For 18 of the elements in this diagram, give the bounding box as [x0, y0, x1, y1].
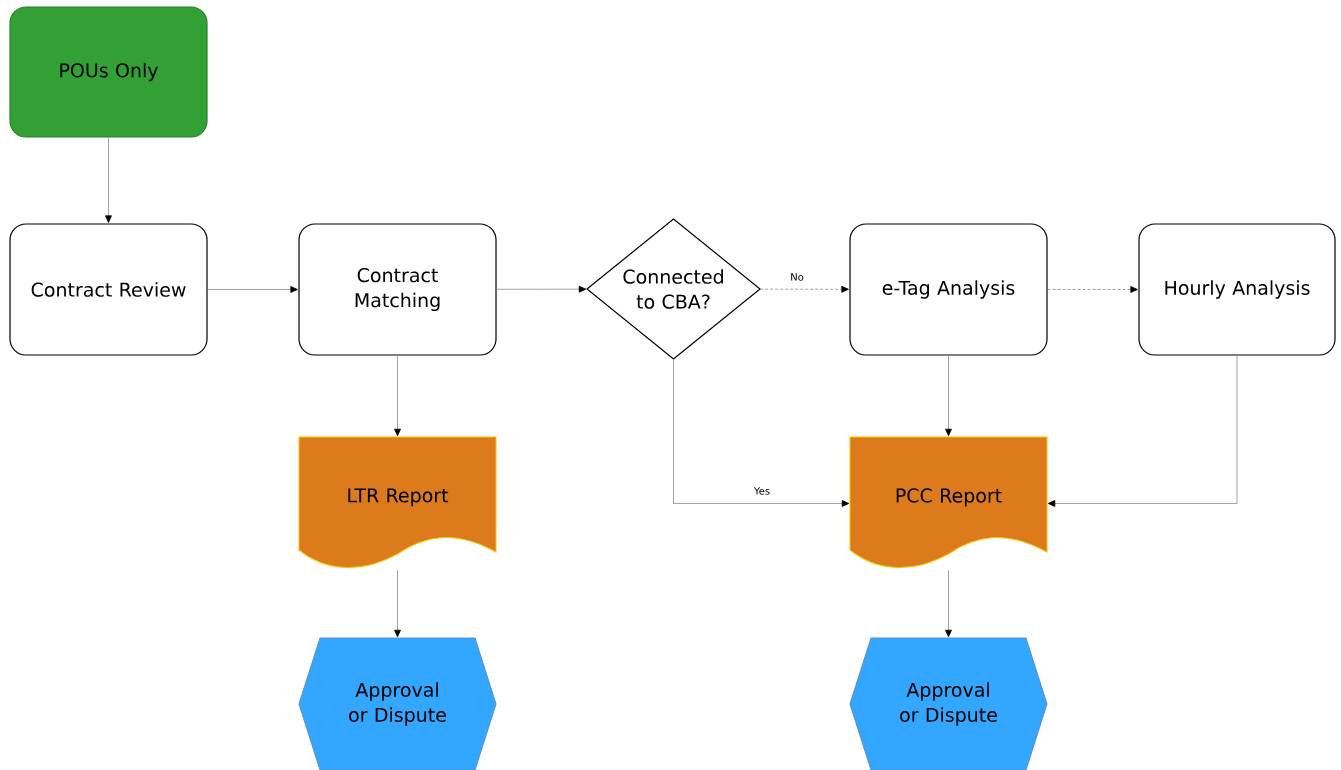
arrow	[673, 358, 850, 507]
process-box: Contract Matching	[298, 223, 497, 356]
arrow	[105, 137, 112, 223]
arrow	[945, 355, 952, 437]
process-box: Contract Review	[9, 223, 208, 356]
arrow	[496, 285, 587, 293]
arrow	[394, 355, 401, 437]
process-box: e-Tag Analysis	[849, 223, 1048, 356]
arrow	[759, 285, 849, 293]
arrow	[207, 286, 298, 293]
arrow	[1047, 286, 1138, 293]
edge-label: No	[789, 272, 805, 282]
start-box: POUs Only	[9, 6, 208, 138]
arrow	[1047, 355, 1238, 507]
arrow	[945, 569, 952, 638]
arrow	[394, 569, 401, 638]
process-box: Hourly Analysis	[1138, 223, 1336, 356]
edge-label: Yes	[752, 486, 772, 496]
